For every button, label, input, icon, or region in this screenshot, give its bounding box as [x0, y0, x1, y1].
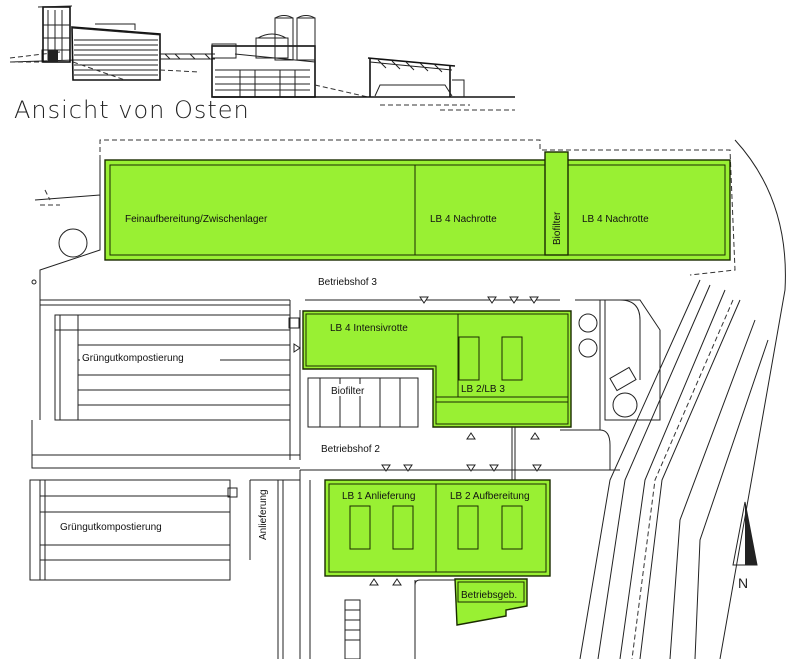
label-betriebsgeb: Betriebsgeb.	[461, 590, 517, 601]
label-lb4-intensivrotte: LB 4 Intensivrotte	[330, 323, 408, 334]
label-biofilter-top: Biofilter	[552, 211, 563, 245]
gruengut-upper-area: Grüngutkompostierung	[54, 314, 291, 421]
label-lb1-anlieferung: LB 1 Anlieferung	[342, 491, 415, 502]
building-north	[104, 159, 731, 261]
label-lb2-lb3: LB 2/LB 3	[461, 384, 505, 395]
label-lb4-nachrotte-1: LB 4 Nachrotte	[430, 214, 497, 225]
elevation-title: Ansicht von Osten	[14, 96, 250, 124]
cladding-lines	[74, 39, 158, 76]
north-label: N	[738, 575, 748, 591]
biofilter-mid-area: Biofilter	[307, 377, 419, 428]
label-gruengut-lower: Grüngutkompostierung	[60, 522, 162, 533]
site-boundary	[99, 139, 736, 276]
label-betriebshof-2: Betriebshof 2	[321, 444, 380, 455]
label-feinaufbereitung: Feinaufbereitung/Zwischenlager	[125, 214, 268, 225]
building-intensivrotte	[302, 310, 572, 428]
label-lb4-nachrotte-2: LB 4 Nachrotte	[582, 214, 649, 225]
round-tank	[58, 228, 88, 258]
building-anlieferung-aufbereitung	[324, 479, 551, 577]
tanks-area	[575, 299, 661, 431]
road-and-railway	[579, 139, 786, 659]
label-anlieferung: Anlieferung	[258, 489, 269, 540]
north-arrow: N	[732, 501, 758, 591]
biofilter-top-strip	[544, 151, 569, 256]
label-gruengut-upper: Grüngutkompostierung	[82, 353, 184, 364]
label-lb2-aufbereitung: LB 2 Aufbereitung	[450, 491, 530, 502]
gate-markers	[293, 296, 542, 586]
label-biofilter-mid: Biofilter	[331, 386, 365, 397]
east-elevation-drawing: Ansicht von Osten	[9, 5, 515, 124]
gruengut-lower-area: Grüngutkompostierung	[39, 480, 230, 580]
label-betriebshof-3: Betriebshof 3	[318, 277, 377, 288]
